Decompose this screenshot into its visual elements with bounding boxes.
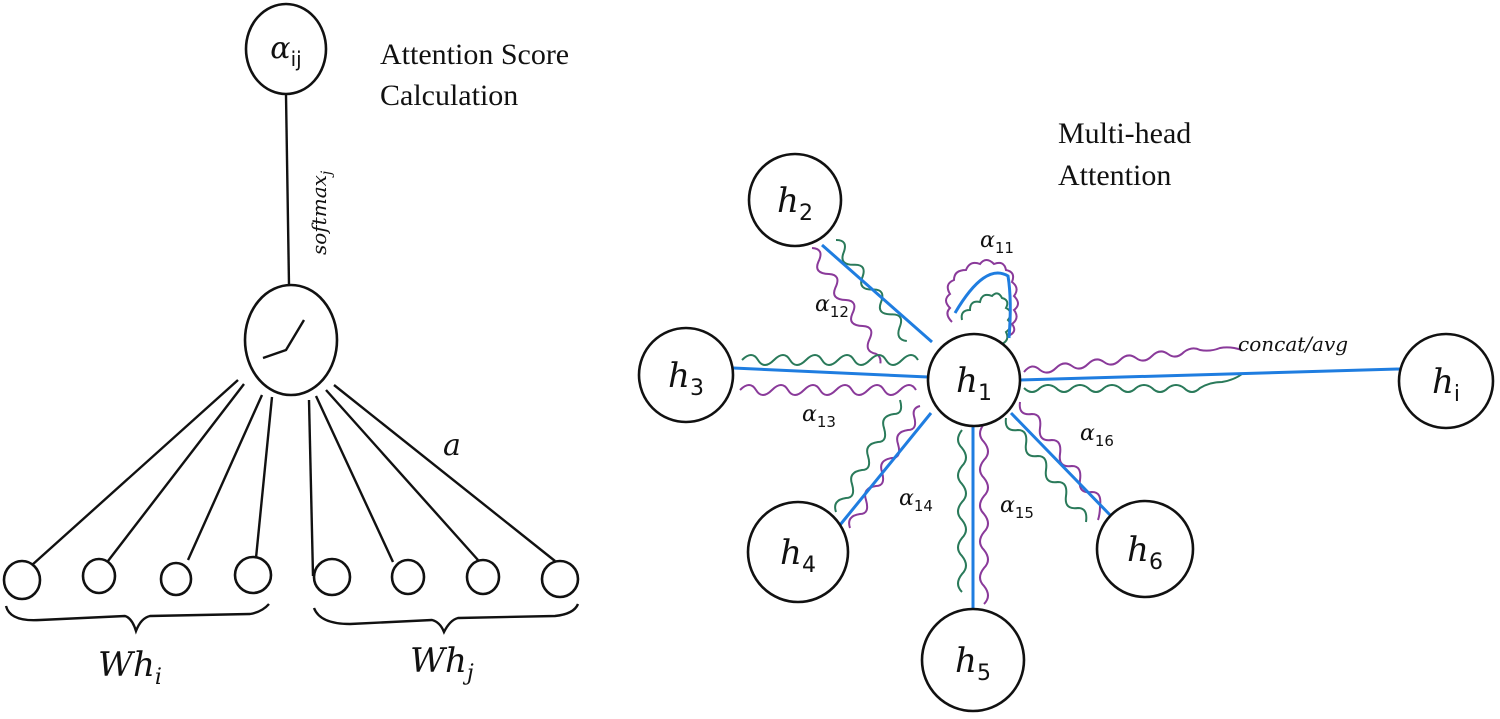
weight-edge	[314, 395, 395, 563]
node-h4: h4	[746, 500, 850, 604]
node-hi: hi	[1397, 332, 1495, 430]
alpha-symbol: α	[270, 31, 290, 66]
svg-text:h3: h3	[668, 356, 704, 401]
node-h1: h1	[926, 332, 1022, 428]
input-node	[312, 557, 352, 597]
head-edge-green	[1004, 417, 1088, 523]
multi-head-title-line2: Attention	[1058, 159, 1171, 192]
head-edge-purple	[979, 423, 989, 605]
edge-h1-self	[953, 271, 1012, 339]
brace-wh-j	[312, 603, 580, 635]
head-edge-purple	[811, 247, 882, 364]
weight-edge	[186, 394, 264, 561]
head-edge-purple	[739, 384, 917, 396]
svg-text:h1: h1	[956, 361, 992, 406]
input-node	[2, 559, 42, 601]
activation-node	[243, 283, 339, 397]
node-h6: h6	[1095, 499, 1195, 599]
svg-text:h6: h6	[1127, 530, 1163, 575]
alpha-ij-node: αij	[244, 2, 328, 96]
alpha-11-label: α11	[980, 228, 1014, 257]
input-node	[233, 555, 273, 595]
multi-head-attention-panel: Multi-head Attention	[637, 117, 1495, 713]
attention-score-title-line1: Attention Score	[380, 38, 569, 71]
edge-h1-h6	[1009, 411, 1114, 519]
attention-score-panel: αij Whi Whj a so	[2, 2, 580, 690]
alpha-subscript: ij	[291, 47, 302, 71]
svg-text:h4: h4	[780, 533, 816, 578]
input-node	[81, 557, 117, 595]
input-node	[390, 558, 426, 596]
head-edge-green	[957, 429, 967, 593]
input-nodes	[2, 555, 580, 601]
weight-edge	[325, 389, 479, 561]
node-h2: h2	[747, 152, 843, 248]
alpha-14-label: α14	[899, 486, 933, 515]
weight-edge	[307, 399, 315, 577]
self-loop-purple	[945, 259, 1019, 337]
softmax-edge	[284, 94, 291, 286]
node-h3: h3	[637, 326, 735, 424]
alpha-12-label: α12	[815, 292, 849, 321]
head-edge-green	[834, 399, 903, 513]
concat-avg-label: concat/avg	[1238, 332, 1348, 356]
alpha-13-label: α13	[802, 402, 836, 431]
svg-text:h5: h5	[955, 641, 991, 686]
weight-vector-label: a	[443, 428, 461, 463]
multi-head-title-line1: Multi-head	[1058, 117, 1191, 150]
input-node	[540, 559, 580, 599]
brace-wh-i	[4, 603, 270, 635]
edge-h1-h2	[821, 243, 933, 344]
output-edge-purple	[1023, 346, 1243, 374]
edge-h1-h4	[838, 412, 933, 526]
alpha-15-label: α15	[1000, 493, 1034, 522]
wh-i-label: Whi	[98, 645, 162, 690]
input-node	[159, 561, 193, 597]
edge-h1-h3	[732, 366, 929, 379]
head-edge-purple	[848, 405, 921, 529]
node-h5: h5	[920, 607, 1026, 713]
weight-edge	[333, 384, 556, 562]
head-edge-purple	[1018, 401, 1102, 521]
output-edge-green	[1023, 373, 1243, 393]
head-edge-green	[741, 354, 919, 366]
weight-edge	[254, 396, 274, 559]
softmax-label: softmaxj	[307, 170, 335, 255]
wh-j-label: Whj	[410, 641, 474, 686]
edge-h1-hi	[1019, 367, 1401, 382]
weight-edge	[107, 383, 245, 562]
alpha-16-label: α16	[1080, 421, 1114, 450]
svg-text:αij: αij	[270, 31, 301, 71]
svg-text:h2: h2	[777, 181, 813, 226]
weight-edges	[31, 379, 556, 577]
svg-text:hi: hi	[1432, 362, 1460, 407]
weight-edge	[31, 379, 239, 566]
attention-score-title-line2: Calculation	[380, 79, 518, 112]
leaky-relu-icon	[262, 319, 306, 360]
input-node	[465, 558, 501, 596]
head-edges-blue	[732, 243, 1401, 609]
